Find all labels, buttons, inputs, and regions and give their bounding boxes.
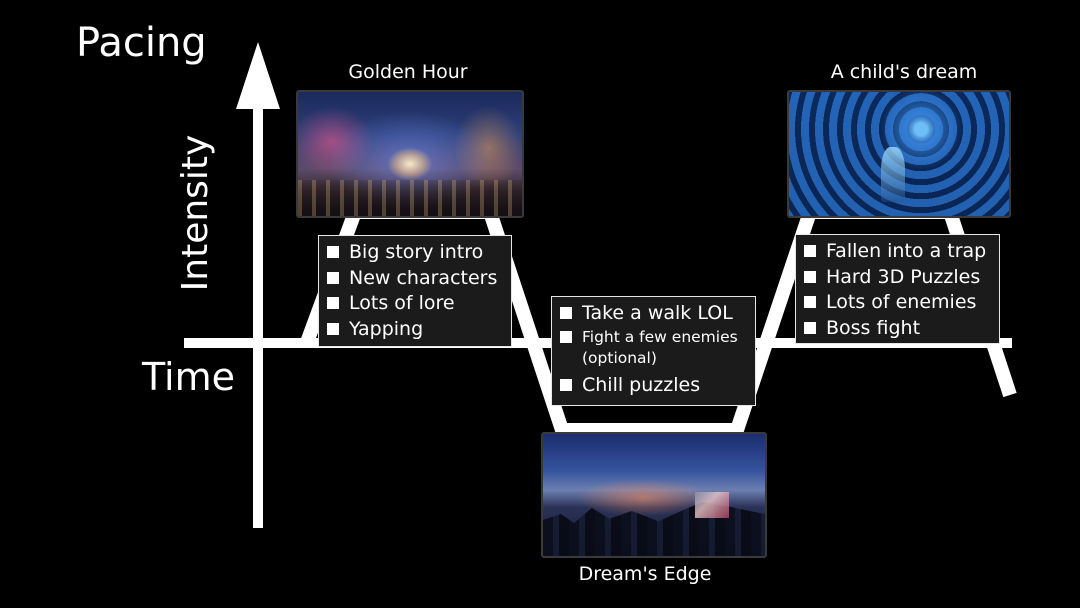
golden-hour-image	[296, 90, 524, 218]
bullet-item: Yapping	[327, 317, 503, 343]
childs-dream-bullet-box: Fallen into a trap Hard 3D Puzzles Lots …	[795, 234, 1000, 344]
bullet-item: Fight a few enemies (optional)	[560, 327, 747, 369]
bullet-item: Lots of lore	[327, 291, 503, 317]
y-axis-label: Intensity	[175, 134, 216, 292]
bullet-item: Hard 3D Puzzles	[804, 265, 991, 291]
bullet-item: Take a walk LOL	[560, 301, 747, 325]
section-label-childs-dream: A child's dream	[830, 61, 978, 83]
y-axis-arrowhead	[236, 42, 280, 109]
bullet-item: Big story intro	[327, 240, 503, 266]
bullet-item-text: Fight a few enemies (optional)	[582, 328, 738, 367]
bullet-item: Lots of enemies	[804, 290, 991, 316]
bullet-item: Boss fight	[804, 316, 991, 342]
section-label-dreams-edge: Dream's Edge	[578, 563, 712, 585]
golden-hour-bullet-box: Big story intro New characters Lots of l…	[318, 235, 512, 347]
bullet-item: New characters	[327, 266, 503, 292]
bullet-item: Chill puzzles	[560, 373, 747, 397]
section-label-golden-hour: Golden Hour	[348, 61, 468, 83]
dreams-edge-bullet-box: Take a walk LOL Fight a few enemies (opt…	[551, 296, 756, 406]
bullet-item: Fallen into a trap	[804, 239, 991, 265]
golden-hour-bullet-list: Big story intro New characters Lots of l…	[327, 240, 503, 342]
x-axis-label: Time	[142, 355, 235, 399]
dreams-edge-image	[541, 432, 767, 558]
childs-dream-image	[787, 90, 1011, 218]
slide-title: Pacing	[76, 20, 207, 66]
childs-dream-bullet-list: Fallen into a trap Hard 3D Puzzles Lots …	[804, 239, 991, 341]
dreams-edge-bullet-list: Take a walk LOL Fight a few enemies (opt…	[560, 301, 747, 397]
